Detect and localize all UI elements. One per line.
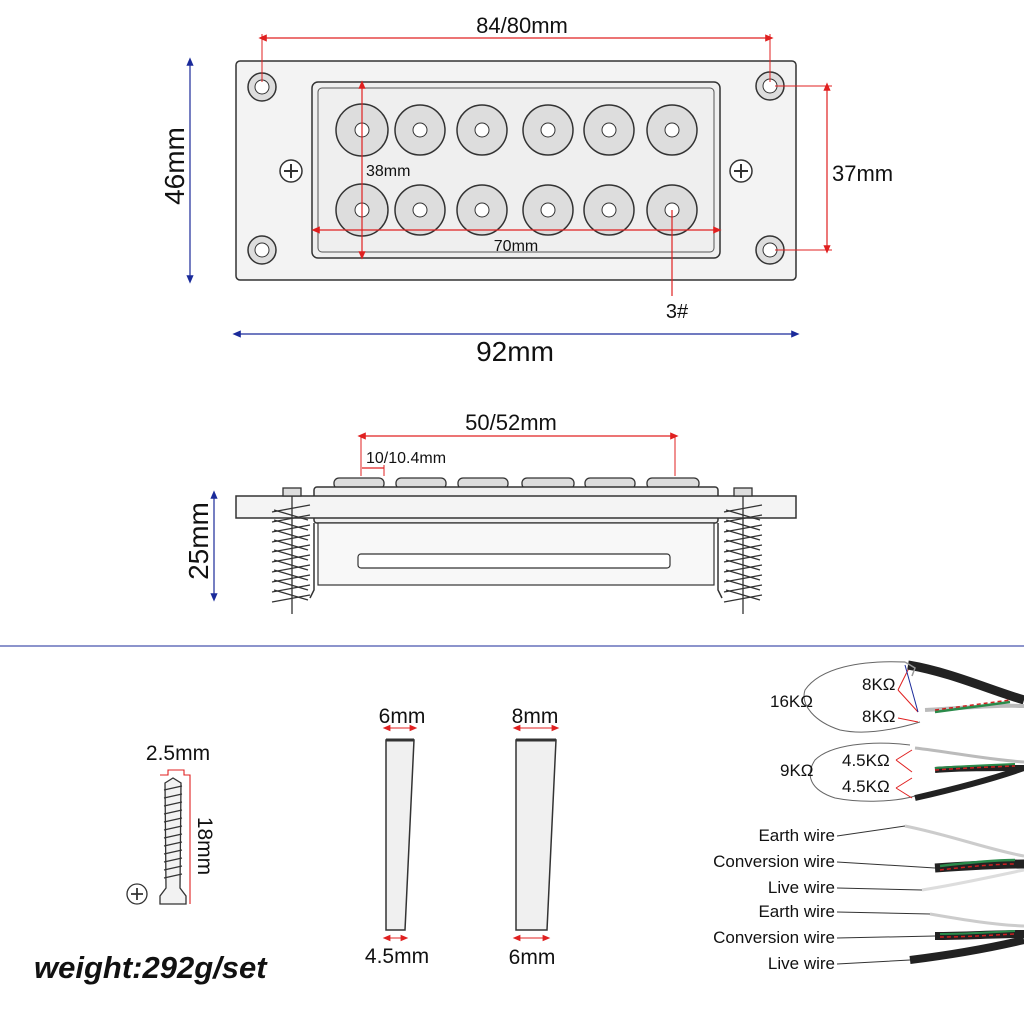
label-group1-coil-a: 8KΩ (862, 675, 896, 694)
mounting-plate-side (235, 495, 797, 519)
dimension-side-height: 25mm (183, 490, 218, 602)
label-group2-coil-a: 4.5KΩ (842, 751, 890, 770)
wedge-left: 6mm 4.5mm (365, 705, 429, 968)
label-group2-coil-b: 4.5KΩ (842, 777, 890, 796)
label-pole-width: 10/10.4mm (366, 450, 446, 467)
label-group1-coil-b: 8KΩ (862, 707, 896, 726)
side-view: 50/52mm 10/10.4mm 25mm (183, 410, 797, 614)
label-earth-wire-1: Earth wire (758, 826, 835, 845)
dimension-top-width: 84/80mm (258, 13, 774, 82)
label-left-height: 46mm (159, 127, 190, 205)
screw-detail: 2.5mm 18mm (126, 742, 216, 905)
spring-right (723, 487, 763, 614)
dimension-pole-span: 50/52mm (357, 410, 679, 476)
label-total-width: 92mm (476, 336, 554, 367)
label-inner-width: 70mm (494, 238, 538, 255)
label-earth-wire-2: Earth wire (758, 902, 835, 921)
label-group1-total: 16KΩ (770, 692, 813, 711)
label-wedge-left-top: 6mm (379, 705, 426, 728)
label-conversion-wire-1: Conversion wire (713, 852, 835, 871)
dimension-inner-width: 70mm (311, 226, 722, 255)
mounting-hole-tr (755, 71, 785, 101)
label-right-height: 37mm (832, 161, 893, 186)
mounting-hole-bl (247, 235, 277, 265)
label-screw-diameter: 2.5mm (146, 742, 210, 765)
weight-label: weight:292g/set (34, 950, 267, 985)
label-magnet-ref: 3# (666, 301, 689, 323)
label-group2-total: 9KΩ (780, 761, 814, 780)
label-wedge-right-bottom: 6mm (509, 946, 556, 969)
label-inner-height: 38mm (366, 163, 410, 180)
wiring-diagram: 16KΩ 8KΩ 8KΩ 9KΩ 4.5KΩ 4.5KΩ Earth wire … (713, 660, 1024, 973)
label-pole-span: 50/52mm (465, 410, 557, 435)
label-wedge-right-top: 8mm (512, 705, 559, 728)
label-top-width: 84/80mm (476, 13, 568, 38)
magnet-callout: 3# (666, 210, 689, 323)
label-live-wire-2: Live wire (768, 954, 835, 973)
phillips-screw-icon (279, 159, 303, 183)
dimension-right-height: 37mm (775, 82, 893, 254)
label-side-height: 25mm (183, 502, 214, 580)
wedge-right: 8mm 6mm (509, 705, 560, 969)
dimension-left-height: 46mm (159, 57, 194, 284)
phillips-screw-icon (729, 159, 753, 183)
spring-left (271, 487, 311, 614)
label-conversion-wire-2: Conversion wire (713, 928, 835, 947)
top-view: 84/80mm 37mm 38mm 70mm 3# 46mm 92mm (159, 13, 893, 367)
label-wedge-left-bottom: 4.5mm (365, 945, 429, 968)
dimension-total-width: 92mm (232, 330, 800, 367)
phillips-screw-icon (126, 883, 148, 905)
label-live-wire-1: Live wire (768, 878, 835, 897)
label-screw-length: 18mm (193, 817, 216, 875)
dimension-pole-width: 10/10.4mm (362, 450, 446, 476)
